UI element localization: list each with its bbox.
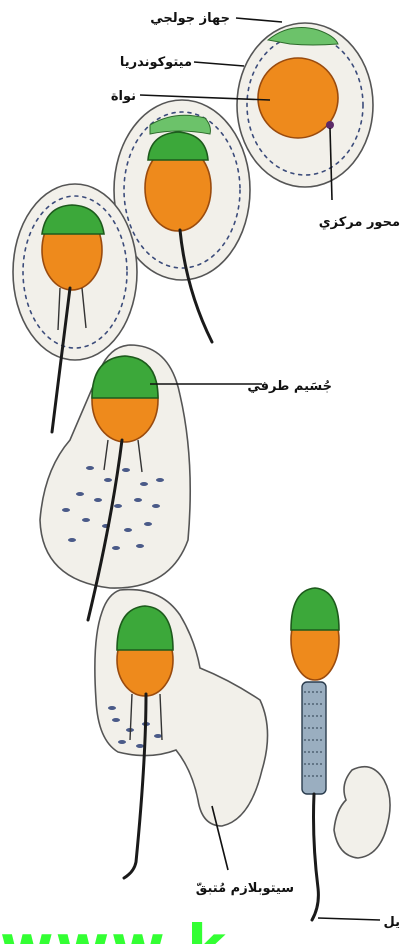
sperm-tail [312,794,318,920]
watermark: www.k [0,912,228,944]
stage-2-spermatid [114,100,250,342]
stage-1-nucleus [258,58,338,138]
label-nucleus: نواة [111,89,136,104]
label-cytoplasm: سيتوبلازم مُتبقّ [196,881,294,896]
leader-mitochondria [194,62,244,66]
residual-body [334,767,390,858]
label-mitochondria: ميتوكوندريا [120,55,192,70]
mature-sperm [291,588,339,920]
sperm-acrosome [291,588,339,630]
centriole-dot [326,121,334,129]
leader-tail [318,918,380,920]
stage-1-spermatid [237,23,373,187]
label-centriole: محور مركزي [319,215,400,230]
stage-4-spermatid [40,345,190,620]
label-acrosome: جُسَيم طرفي [247,379,332,394]
sperm-midpiece [302,682,326,794]
label-golgi: جهاز جولجي [150,11,230,26]
stage-5-spermatid [95,590,268,878]
leader-golgi [236,18,282,22]
label-tail: يل [384,915,401,930]
